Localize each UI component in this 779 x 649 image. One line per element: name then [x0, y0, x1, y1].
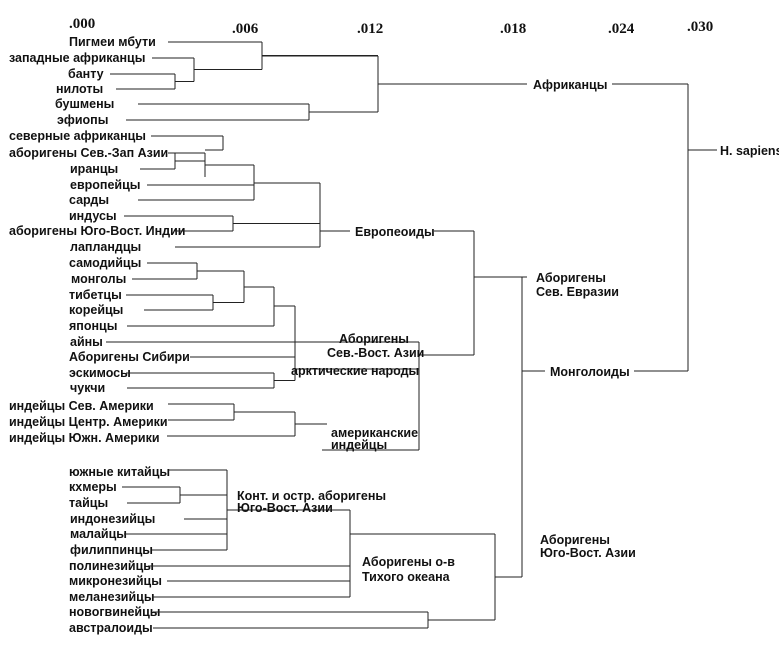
branch [110, 41, 527, 121]
group-label-n-eurasia: Сев. Евразии [536, 285, 619, 299]
leaf-label: новогвинейцы [69, 605, 160, 619]
group-labels: Африканцы Европеоиды Аборигены Сев.-Вост… [237, 78, 779, 584]
leaf-label: индейцы Сев. Америки [9, 399, 154, 413]
leaf-label: корейцы [69, 303, 123, 317]
group-label-se-asia-all: Юго-Вост. Азии [540, 546, 636, 560]
group-label-se-asia-all: Аборигены [540, 533, 610, 547]
leaf-label: кхмеры [69, 480, 117, 494]
group-label-africans: Африканцы [533, 78, 607, 92]
group-label-ne-asia: Аборигены [339, 332, 409, 346]
leaf-label: полинезийцы [69, 559, 154, 573]
leaf-label: южные китайцы [69, 465, 170, 479]
group-label-n-eurasia: Аборигены [536, 271, 606, 285]
leaf-label: Пигмеи мбути [69, 35, 156, 49]
group-label-american: американские [331, 426, 418, 440]
leaf-label: западные африканцы [9, 51, 145, 65]
leaf-label: эскимосы [69, 366, 131, 380]
leaf-label: индейцы Центр. Америки [9, 415, 168, 429]
group-label-american: индейцы [331, 438, 387, 452]
leaf-label: индусы [69, 209, 117, 223]
leaf-label: чукчи [70, 381, 105, 395]
tree-branches [106, 41, 717, 629]
leaf-label: индонезийцы [70, 512, 155, 526]
leaf-label: эфиопы [57, 113, 108, 127]
scale-tick: .012 [357, 21, 383, 37]
leaf-label: сарды [69, 193, 109, 207]
scale-tick: .018 [500, 21, 526, 37]
leaf-label: бушмены [55, 97, 114, 111]
leaf-label: японцы [69, 319, 117, 333]
leaf-label: индейцы Южн. Америки [9, 431, 160, 445]
group-label-se-asia: Юго-Вост. Азии [237, 501, 333, 515]
branch [124, 135, 350, 248]
leaf-label: самодийцы [69, 256, 141, 270]
leaf-label: банту [68, 67, 104, 81]
leaf-label: лапландцы [70, 240, 141, 254]
group-label-pacific: Аборигены о-в [362, 555, 455, 569]
leaf-label: тайцы [69, 496, 108, 510]
leaf-label: европейцы [70, 178, 140, 192]
leaf-label: аборигены Сев.-Зап Азии [9, 146, 168, 160]
group-label-caucasoids: Европеоиды [355, 225, 435, 239]
leaf-label: монголы [71, 272, 126, 286]
group-label-mongoloids: Монголоиды [550, 365, 630, 379]
scale-tick: .006 [232, 21, 259, 37]
group-label-se-asia: Конт. и остр. аборигены [237, 489, 386, 503]
leaf-label: аборигены Юго-Вост. Индии [9, 224, 185, 238]
leaf-label: тибетцы [69, 288, 122, 302]
group-label-sapiens: H. sapiens [720, 144, 779, 158]
leaf-label: австралоиды [69, 621, 153, 635]
leaf-label: иранцы [70, 162, 118, 176]
group-label-arctic: арктические народы [291, 364, 419, 378]
branch [521, 83, 717, 577]
group-label-ne-asia: Сев.-Вост. Азии [327, 346, 424, 360]
leaf-label: филиппинцы [70, 543, 153, 557]
group-label-pacific: Тихого океана [362, 570, 451, 584]
branch [106, 230, 527, 451]
scale-tick: .000 [69, 16, 95, 32]
distance-scale: .000 .006 .012 .018 .024 .030 [69, 16, 713, 37]
leaf-label: Аборигены Сибири [69, 350, 190, 364]
leaf-label: меланезийцы [69, 590, 155, 604]
leaf-label: айны [70, 335, 103, 349]
leaf-label: нилоты [56, 82, 103, 96]
leaf-label: микронезийцы [69, 574, 162, 588]
scale-tick: .024 [608, 21, 635, 37]
leaf-label: малайцы [70, 527, 127, 541]
branch [122, 469, 522, 629]
leaf-label: северные африканцы [9, 129, 146, 143]
leaf-labels: Пигмеи мбути западные африканцы банту ни… [9, 35, 190, 635]
scale-tick: .030 [687, 19, 713, 35]
